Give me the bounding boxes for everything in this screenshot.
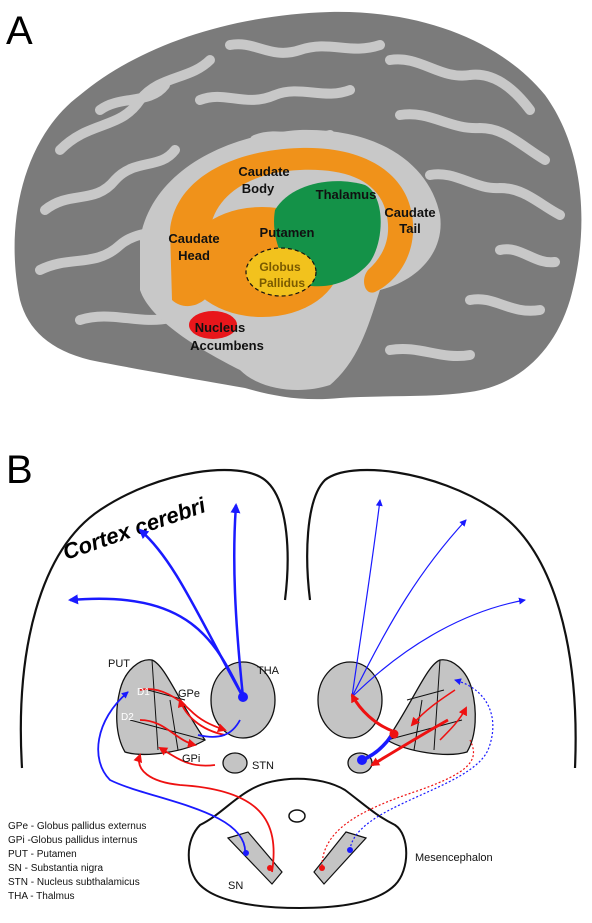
stn-label: STN [252, 760, 274, 772]
right-gp-node [389, 729, 399, 739]
right-red-circuits [350, 693, 449, 767]
tha-label: THA [257, 665, 280, 677]
panel-b-letter: B [6, 448, 33, 492]
sn-right [313, 831, 368, 885]
globus-pallidus [245, 247, 317, 297]
legend-item: GPi -Globus pallidus internus [8, 835, 138, 846]
nucleus-accumbens [189, 311, 237, 339]
stn-left [222, 752, 248, 774]
sn-left [226, 831, 283, 885]
right-sn-node-blue [347, 847, 353, 853]
globus-label-2: Pallidus [259, 276, 305, 290]
legend-item: THA - Thalmus [8, 891, 75, 902]
put-label: PUT [108, 658, 130, 670]
left-sn-node-red [267, 865, 273, 871]
left-sn-node-blue [243, 850, 249, 856]
legend-item: PUT - Putamen [8, 849, 77, 860]
panel-b: B Cortex cerebri [6, 448, 577, 910]
mesencephalon-outline [187, 777, 408, 910]
panel-a-letter: A [6, 9, 33, 53]
left-tha-node [238, 692, 248, 702]
gpi-label: GPi [182, 753, 200, 765]
right-dotted-paths [321, 678, 494, 871]
caudate-head-label-2: Head [178, 248, 210, 263]
legend: GPe - Globus pallidus externus GPi -Glob… [8, 821, 146, 902]
legend-item: GPe - Globus pallidus externus [8, 821, 146, 832]
right-red-thin [410, 689, 467, 741]
putamen-label: Putamen [260, 225, 315, 240]
legend-item: STN - Nucleus subthalamicus [8, 877, 140, 888]
legend-item: SN - Substantia nigra [8, 863, 103, 874]
cortex-right-outline [306, 468, 577, 769]
gpe-label: GPe [178, 688, 200, 700]
nucleus-label-1: Nucleus [195, 320, 246, 335]
cortex-title: Cortex cerebri [59, 492, 209, 564]
caudate-tail-label-1: Caudate [384, 205, 435, 220]
caudate-body-label-1: Caudate [238, 164, 289, 179]
left-red-circuits [133, 688, 275, 873]
sn-label: SN [228, 880, 243, 892]
d1-label: D1 [137, 687, 150, 698]
tha-right [317, 661, 383, 739]
cortex-left-outline [19, 468, 289, 769]
d2-label: D2 [121, 712, 134, 723]
right-stn-node [357, 755, 367, 765]
nucleus-label-2: Accumbens [190, 338, 264, 353]
right-sn-node-red [319, 865, 325, 871]
right-thalamocortical-arrows [351, 499, 526, 698]
put-left [116, 659, 206, 755]
thalamus-label: Thalamus [316, 187, 377, 202]
caudate-nucleus [170, 147, 414, 307]
caudate-head-label-1: Caudate [168, 231, 219, 246]
left-thalamocortical-arrows [68, 503, 245, 698]
aqueduct [288, 809, 306, 823]
globus-label-1: Globus [259, 260, 301, 274]
panel-a: A Cau [6, 9, 582, 400]
left-blue-circuits [97, 691, 246, 856]
caudate-body-label-2: Body [242, 181, 275, 196]
gp-left-dividers [129, 659, 206, 751]
caudate-tail-label-2: Tail [399, 221, 420, 236]
mesencephalon-label: Mesencephalon [415, 852, 493, 864]
